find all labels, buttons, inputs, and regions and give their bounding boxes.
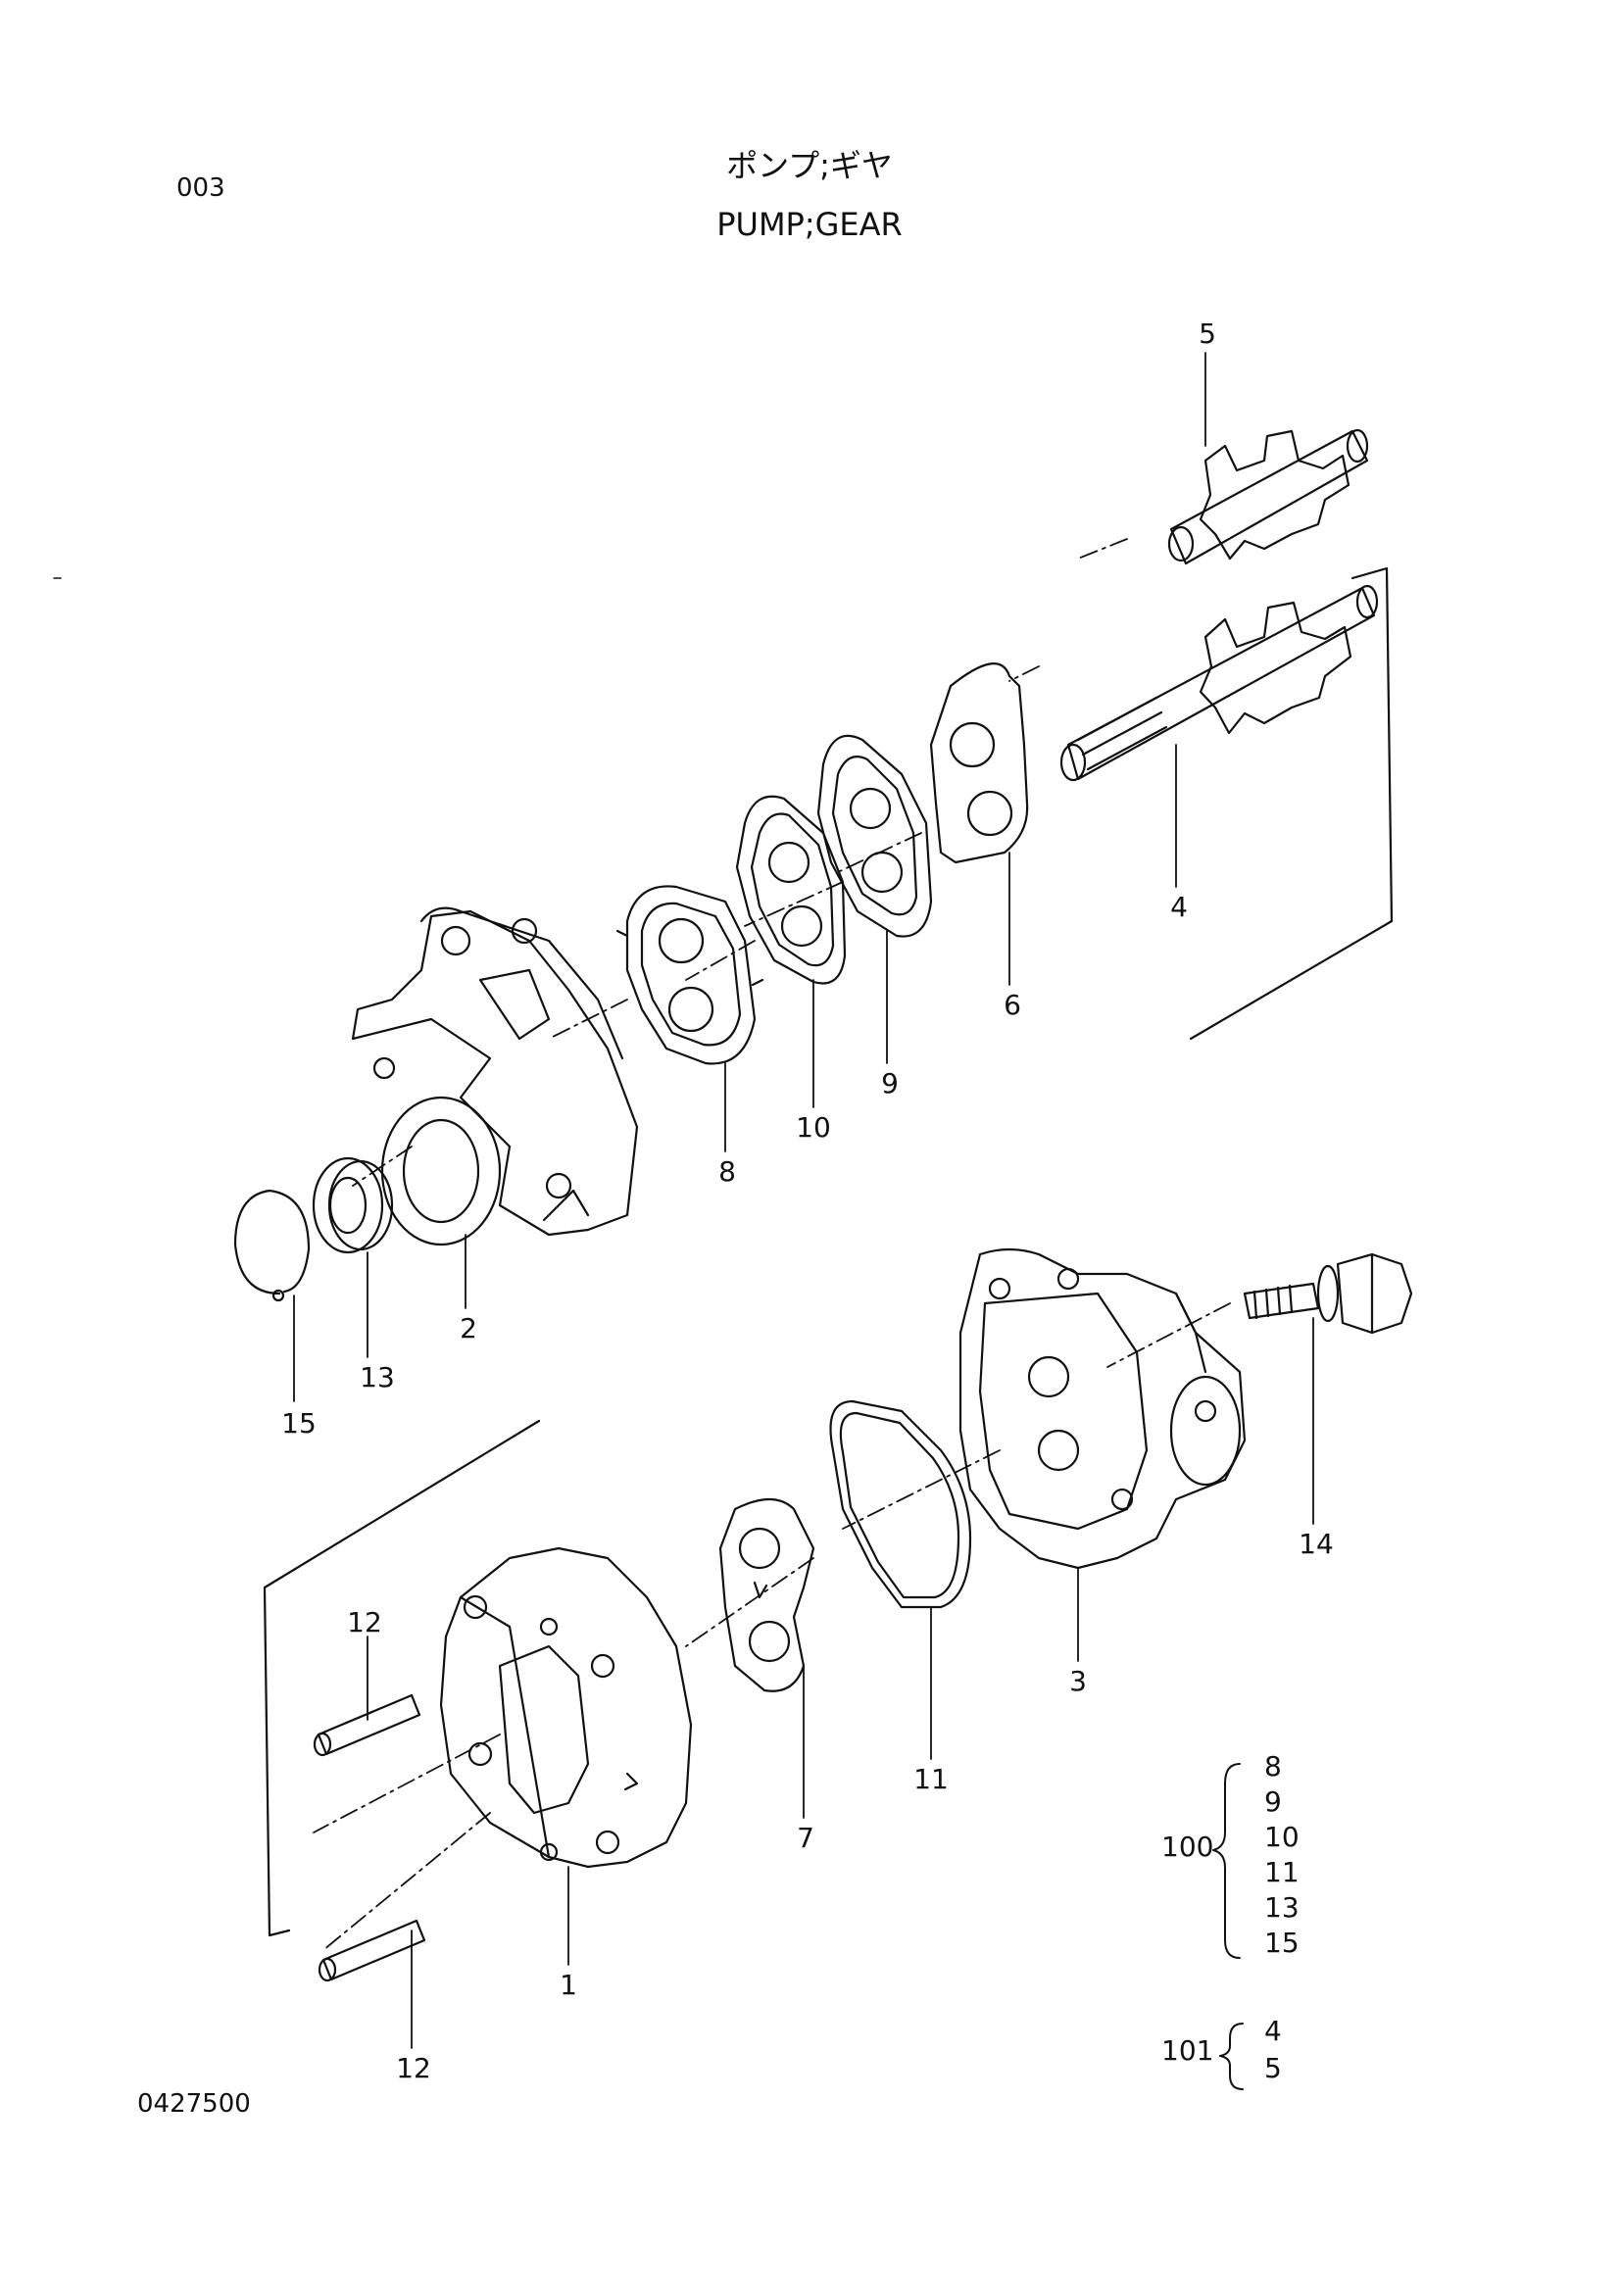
part-5-driven-gear [1167,428,1369,565]
callout-13: 13 [360,1361,395,1393]
title-japanese: ポンプ;ギヤ [726,147,893,184]
callout-4: 4 [1170,891,1188,923]
callout-5: 5 [1199,318,1216,350]
callout-9: 9 [881,1067,899,1099]
callout-3: 3 [1069,1665,1087,1697]
kit-100-part-5: 13 [1264,1891,1300,1924]
part-13-oil-seal [312,1156,394,1254]
callout-10: 10 [796,1111,831,1144]
callout-6: 6 [1004,989,1021,1021]
part-4-drive-gear-shaft [1059,584,1379,782]
part-10-gasket-plate [735,795,847,985]
part-12-dowel-pin-lower [318,1919,426,1982]
part-6-side-plate [929,662,1029,864]
callout-7: 7 [797,1822,814,1854]
kit-100-part-6: 15 [1264,1927,1300,1959]
centre-lines [313,538,1231,1951]
callout-14: 14 [1299,1528,1334,1560]
part-11-o-ring [829,1399,972,1609]
assembly-bracket-1-2 [263,1419,541,1937]
kit-101-id: 101 [1161,2034,1213,2067]
part-7-side-plate [718,1498,815,1692]
kit-100: 100 8 9 10 11 13 15 [1161,1750,1300,1959]
part-12-dowel-pin-upper [313,1693,421,1757]
part-3-rear-cover [958,1247,1247,1570]
drawing-number: 0427500 [137,2089,251,2119]
title-english: PUMP;GEAR [716,206,903,243]
callout-1: 1 [560,1969,577,2001]
callout-2: 2 [460,1312,477,1344]
part-8-wear-plate [615,885,764,1065]
kit-100-part-2: 9 [1264,1785,1282,1818]
page-code: 003 [176,173,225,203]
kit-100-part-4: 11 [1264,1856,1300,1888]
kit-100-id: 100 [1161,1831,1213,1863]
callout-12-lower: 12 [396,2052,431,2084]
kit-101-part-1: 4 [1264,2015,1282,2047]
callout-12-upper: 12 [347,1606,382,1638]
part-9-gasket-plate [816,734,933,938]
part-15-snap-ring [233,1189,311,1302]
assembly-bracket-4-5 [1189,566,1394,1041]
kit-100-part-1: 8 [1264,1750,1282,1783]
part-14-bolt [1243,1252,1413,1335]
part-2-front-housing [351,906,639,1246]
kit-101: 101 4 5 [1161,2015,1282,2090]
callout-8: 8 [718,1155,736,1188]
part-1-gear-body [439,1546,693,1869]
kit-100-part-3: 10 [1264,1821,1300,1853]
callout-15: 15 [281,1407,317,1440]
kit-101-part-2: 5 [1264,2052,1282,2084]
leader-lines [293,352,1314,2049]
callout-11: 11 [913,1763,949,1795]
